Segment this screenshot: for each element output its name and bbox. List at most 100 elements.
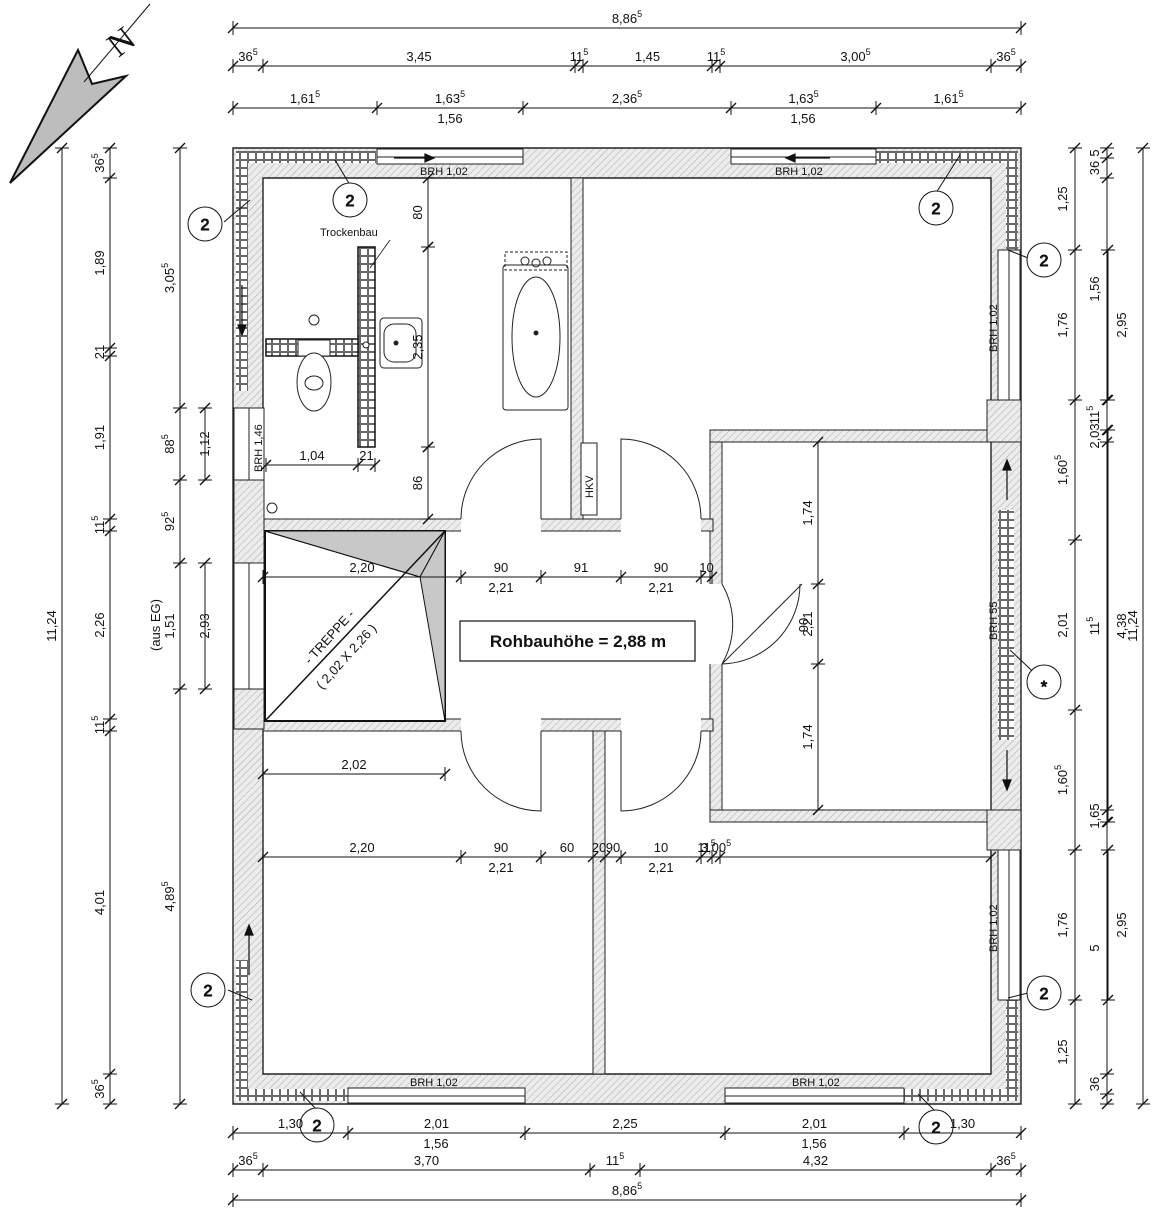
dimension-label: 2,95: [1114, 312, 1129, 337]
dimension-label: 2,02: [341, 757, 366, 772]
dimension-label: 3,70: [414, 1153, 439, 1168]
asterisk-callout: *: [1041, 679, 1047, 696]
dimension-label: 365: [238, 1151, 257, 1168]
heating-label: HKV: [584, 475, 596, 498]
dimension-label: 1,56: [1087, 276, 1102, 301]
dimension-label: 2,01: [802, 1116, 827, 1131]
dimension-label: 21: [359, 448, 373, 463]
dimension-label: 1,56: [801, 1136, 826, 1151]
dimension-label: 2,35: [410, 334, 425, 359]
dimension-label: 4,38: [1114, 613, 1129, 638]
dimension-label: 90: [494, 560, 508, 575]
dimension-label: 365: [238, 47, 257, 64]
dimension-label: 365: [996, 47, 1015, 64]
doors: [460, 438, 803, 812]
dimension-label: 90: [494, 840, 508, 855]
dimension-label: 2,20: [349, 840, 374, 855]
washbasin: [266, 317, 423, 514]
insulation-strip: [236, 1089, 348, 1101]
dimension-label: 365: [90, 1079, 107, 1098]
dimension-label: 90: [606, 840, 620, 855]
callout-label: 2: [204, 983, 213, 1000]
north-arrow: N: [9, 3, 151, 184]
dimension-label: 1,74: [800, 724, 815, 749]
dimension-label: 2,25: [612, 1116, 637, 1131]
dimension-label: 11,24: [44, 610, 59, 642]
dimension-label: 10: [654, 840, 668, 855]
dimension-label: 3,005: [840, 47, 870, 64]
insulation-strip: [236, 151, 376, 163]
dimension-label: 1,51: [162, 613, 177, 638]
dimension-label: 365: [996, 1151, 1015, 1168]
dimension-label: 925: [160, 512, 177, 531]
bathtub: [502, 251, 569, 411]
dimension-label: 80: [410, 205, 425, 219]
dimension-label: 2,26: [92, 612, 107, 637]
dimension-label: 1,635: [435, 89, 465, 106]
dimension-label: 115: [707, 47, 726, 64]
dimension-label: 2,20: [349, 560, 374, 575]
callout-marker: [1026, 664, 1062, 700]
callout-marker: [918, 1109, 954, 1145]
dimension-label: 11,24: [1125, 610, 1140, 642]
dimension-label: 1,12: [197, 431, 212, 456]
drywall-label: Trockenbau: [320, 227, 378, 239]
callout-label: 2: [932, 1120, 941, 1137]
dimension-label: 4,32: [803, 1153, 828, 1168]
callout-marker: [332, 182, 368, 218]
dimension-label: 1,56: [437, 111, 462, 126]
dimension-label: 1,89: [92, 250, 107, 275]
dimension-label: 1,74: [800, 500, 815, 525]
dimension-label: 90: [654, 560, 668, 575]
dimension-label: 885: [160, 434, 177, 453]
height-note: Rohbauhöhe = 2,88 m: [490, 632, 666, 651]
dimension-label: 10: [699, 560, 713, 575]
insulation-strip: [998, 510, 1014, 740]
insulation-strip: [236, 151, 248, 391]
dimension-label: 2,21: [648, 860, 673, 875]
window-label: BRH 1,02: [420, 166, 468, 178]
toilet: [296, 314, 332, 412]
dimension-label: 1,76: [1055, 912, 1070, 937]
dimension-label: 2,21: [648, 580, 673, 595]
dimension-label: 90: [796, 618, 811, 632]
dimension-label: 115: [1085, 406, 1102, 425]
dimension-label: 1,605: [1053, 455, 1070, 485]
dimension-label: 1,615: [290, 89, 320, 106]
callout-marker: [190, 972, 226, 1008]
callout-label: 2: [313, 1118, 322, 1135]
dimension-label: 91: [574, 560, 588, 575]
dimension-label: 1,635: [788, 89, 818, 106]
stair: [264, 530, 446, 722]
dimension-label: 2,03: [1087, 423, 1102, 448]
dimension-label: 5: [1087, 944, 1102, 951]
callout-marker: [1026, 975, 1062, 1011]
dimension-label: 365: [90, 153, 107, 172]
insulation-strip: [236, 960, 248, 1101]
dimension-label: 20: [592, 840, 606, 855]
window-label: BRH 1,02: [410, 1077, 458, 1089]
dimension-label: 3,055: [160, 263, 177, 293]
dimension-label: 36: [1087, 161, 1102, 175]
dimension-label: 1,45: [635, 49, 660, 64]
dimension-label: 21: [92, 345, 107, 359]
dimension-label: 2,93: [197, 613, 212, 638]
window-label: BRH 1,02: [988, 304, 1000, 352]
dimension-label: 1,605: [1053, 765, 1070, 795]
dimension-label: 5: [1087, 149, 1102, 156]
dimension-label: 2,21: [488, 580, 513, 595]
callout-marker: [1026, 242, 1062, 278]
callout-label: 2: [932, 201, 941, 218]
window-label: BRH 1,02: [792, 1077, 840, 1089]
dimension-label: 1,76: [1055, 312, 1070, 337]
dimension-label: 8,865: [612, 1181, 642, 1198]
dimension-label: 2,01: [1055, 612, 1070, 637]
dimension-label: 2,95: [1114, 912, 1129, 937]
north-arrow-icon: [9, 47, 130, 184]
callout-label: 2: [346, 193, 355, 210]
dimension-label: 86: [410, 476, 425, 490]
dimension-label: (aus EG): [148, 599, 163, 651]
insulation-strip: [904, 1089, 1018, 1101]
